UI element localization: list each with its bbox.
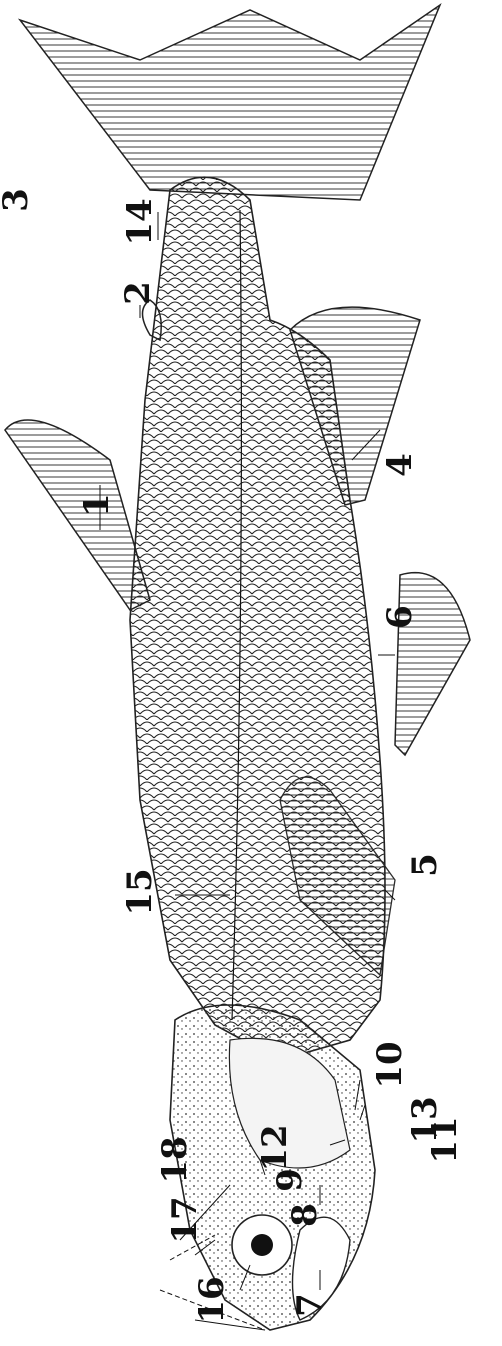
label-4: 4 <box>383 453 417 477</box>
label-2: 2 <box>121 281 155 305</box>
label-6: 6 <box>383 605 417 629</box>
label-17: 17 <box>168 1196 202 1243</box>
label-5: 5 <box>408 853 442 877</box>
label-13: 13 <box>408 1096 442 1143</box>
caudal-fin <box>20 5 440 200</box>
label-8: 8 <box>288 1203 322 1227</box>
label-14: 14 <box>123 198 157 245</box>
label-15: 15 <box>123 868 157 915</box>
pelvic-fin <box>395 573 470 755</box>
label-9: 9 <box>273 1168 307 1192</box>
label-10: 10 <box>373 1041 407 1088</box>
label-18: 18 <box>158 1136 192 1183</box>
label-3: 3 <box>0 188 33 212</box>
label-1: 1 <box>80 493 114 517</box>
pupil <box>251 1234 273 1256</box>
label-16: 16 <box>195 1276 229 1323</box>
label-12: 12 <box>258 1124 292 1171</box>
label-7: 7 <box>293 1293 327 1317</box>
